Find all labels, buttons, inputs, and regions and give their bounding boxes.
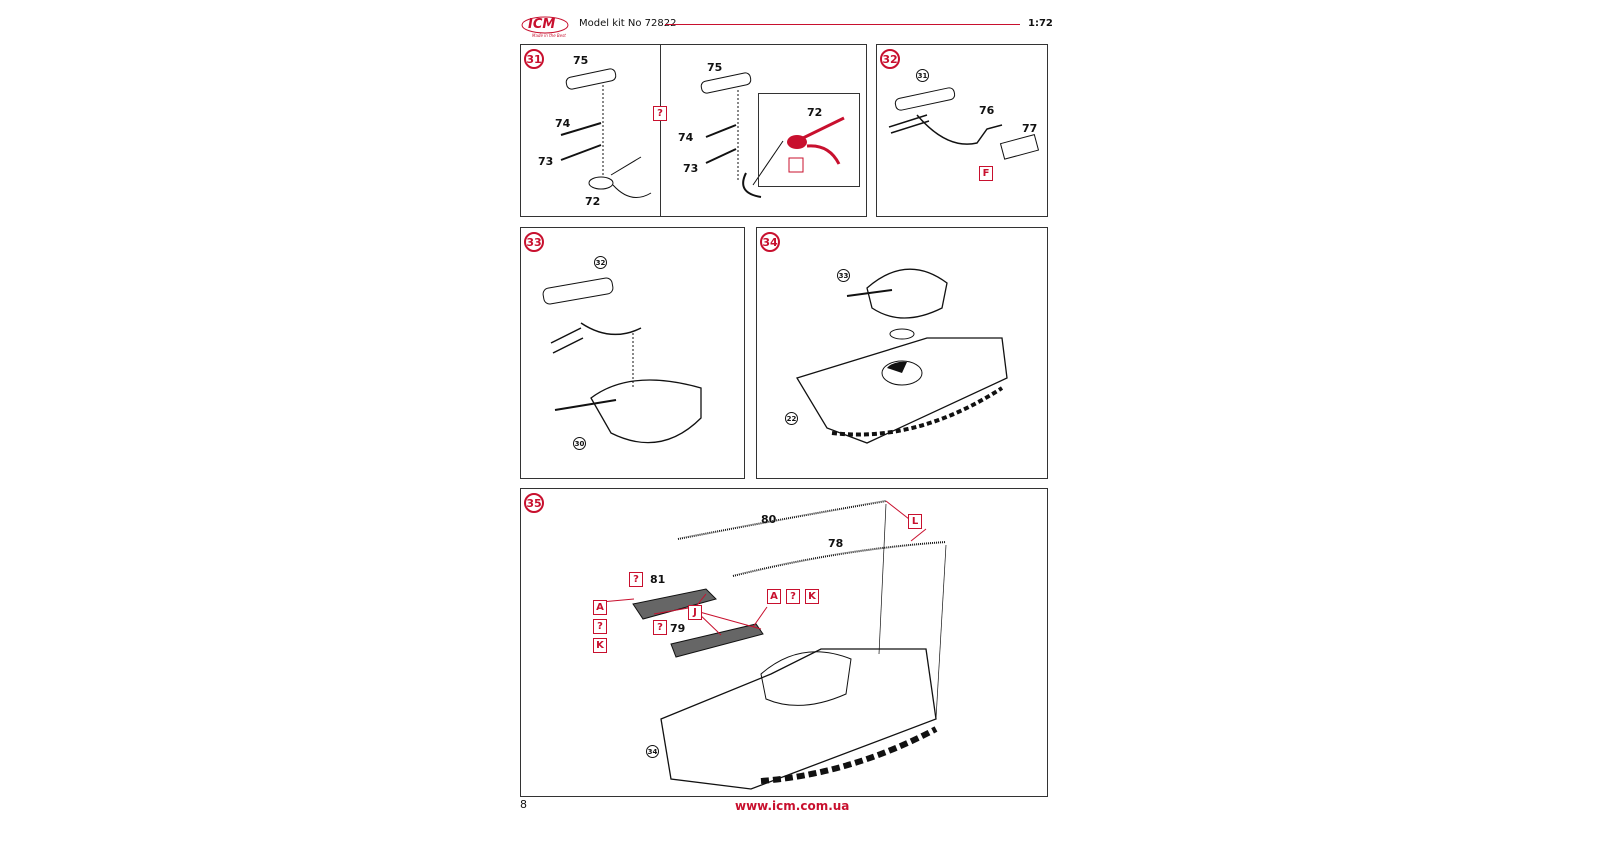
vehicle-drawing [796, 268, 1008, 444]
tag-A-right: A [767, 589, 781, 604]
header-rule [665, 24, 1020, 25]
step-number: 31 [524, 49, 544, 69]
turret-drawing [542, 277, 702, 444]
launcher-assembly-drawing [888, 87, 1040, 160]
kit-title: Model kit No 72822 [579, 18, 677, 29]
icm-logo: ICM Made in the Best [520, 14, 570, 40]
step-34-panel: 34 33 22 [756, 227, 1048, 479]
paint-tag: F [979, 166, 993, 181]
tag-A-left: A [593, 600, 607, 615]
step-33-panel: 33 32 30 [520, 227, 745, 479]
panel-divider [660, 45, 661, 216]
step-number: 33 [524, 232, 544, 252]
tag-L: L [908, 514, 922, 529]
scale-label: 1:72 [1028, 18, 1053, 29]
page-number: 8 [520, 798, 527, 811]
tag-question-left: ? [593, 619, 607, 634]
website-link[interactable]: www.icm.com.ua [735, 799, 850, 813]
paint-tag: ? [653, 106, 667, 121]
step-number: 32 [880, 49, 900, 69]
step-35-panel: 35 80 78 81 79 34 L ? A ? K J ? A ? K [520, 488, 1048, 797]
launcher-drawing [560, 68, 652, 198]
tag-J: J [688, 605, 702, 620]
step-32-panel: 32 31 76 77 F [876, 44, 1048, 217]
step-31-panel: 31 75 74 73 72 ? 75 74 73 72 [520, 44, 867, 217]
tag-K-left: K [593, 638, 607, 653]
tag-question-right: ? [786, 589, 800, 604]
vehicle-stowage-drawing [600, 500, 947, 790]
tag-K-right: K [805, 589, 819, 604]
step-number: 35 [524, 493, 544, 513]
tag-question-79: ? [653, 620, 667, 635]
tag-question-81: ? [629, 572, 643, 587]
part-72-highlight [787, 116, 845, 173]
detail-callout-box: 72 [758, 93, 860, 187]
step-number: 34 [760, 232, 780, 252]
